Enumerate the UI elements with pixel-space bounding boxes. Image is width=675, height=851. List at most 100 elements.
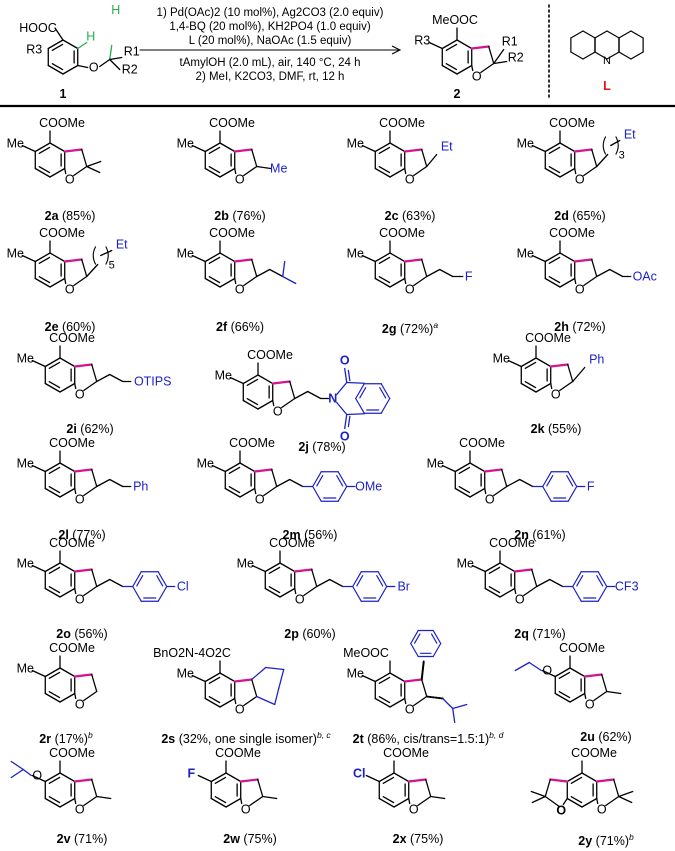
oxygen-label: O bbox=[65, 283, 75, 297]
new-c-c-bond bbox=[595, 778, 615, 783]
bond bbox=[47, 39, 64, 50]
new-c-c-bond bbox=[549, 363, 569, 368]
bond bbox=[413, 695, 428, 707]
bond bbox=[44, 357, 61, 368]
bond bbox=[38, 146, 51, 154]
ester-label: COOMe bbox=[383, 746, 429, 760]
bond bbox=[243, 165, 258, 177]
compound-caption: 2g (72%)a bbox=[382, 320, 438, 336]
methyl-label: Me bbox=[177, 667, 194, 681]
compound-id: 2k bbox=[530, 422, 545, 436]
bond bbox=[389, 142, 406, 153]
ring-bond bbox=[251, 666, 267, 681]
methyl-label: R3 bbox=[414, 34, 430, 48]
bond bbox=[48, 796, 61, 804]
bond bbox=[21, 254, 36, 263]
bond bbox=[34, 277, 51, 288]
bond bbox=[48, 381, 61, 389]
bond bbox=[210, 797, 227, 808]
ester-label: BnO2N-4O2C bbox=[153, 646, 231, 660]
condition-line: 1) Pd(OAc)2 (10 mol%), Ag2CO3 (2.0 equiv… bbox=[157, 7, 384, 19]
bond bbox=[264, 562, 281, 573]
bond bbox=[382, 776, 395, 784]
imide-bond bbox=[346, 413, 365, 416]
compound-number: 1 bbox=[60, 87, 67, 101]
aryl-bond bbox=[136, 574, 144, 587]
aryl-bond bbox=[376, 574, 384, 587]
compound-yield: (55%) bbox=[548, 422, 582, 436]
bond bbox=[404, 277, 407, 285]
bond bbox=[374, 277, 391, 288]
methyl-label: Me bbox=[17, 457, 34, 471]
bond bbox=[96, 478, 111, 488]
oxygen-label: O bbox=[472, 70, 482, 84]
compound-caption: 2b (76%) bbox=[214, 209, 265, 223]
compound-caption: 2y (71%)b bbox=[578, 832, 633, 848]
oxygen-label: O bbox=[32, 769, 42, 783]
aryl-bond bbox=[567, 485, 578, 502]
bond bbox=[484, 587, 501, 598]
compound-id: 2e bbox=[44, 320, 59, 334]
bond bbox=[59, 692, 76, 703]
bond bbox=[499, 587, 516, 598]
ring-bond bbox=[274, 687, 280, 706]
bond bbox=[544, 167, 561, 178]
compound-caption: 2w (75%) bbox=[223, 832, 277, 846]
bond bbox=[48, 671, 61, 679]
bond bbox=[471, 564, 486, 573]
bond bbox=[559, 142, 576, 153]
bond bbox=[62, 64, 79, 75]
compound-caption: 2n (61%) bbox=[514, 528, 565, 542]
bond bbox=[389, 672, 406, 683]
aryl-bond bbox=[312, 471, 322, 488]
bond bbox=[550, 382, 553, 390]
ring-bond bbox=[582, 30, 596, 39]
bond bbox=[48, 361, 61, 369]
methyl-label: F bbox=[187, 767, 195, 781]
bond bbox=[279, 587, 296, 598]
aryl-bond bbox=[377, 585, 388, 602]
footnote-mark: b bbox=[87, 730, 93, 740]
bond bbox=[374, 697, 391, 708]
bond bbox=[558, 671, 571, 679]
aryl-bond bbox=[380, 397, 391, 414]
bond bbox=[523, 585, 538, 597]
compound-caption: 2e (60%) bbox=[45, 320, 96, 334]
bond bbox=[44, 667, 61, 678]
bond bbox=[48, 566, 61, 574]
bond bbox=[596, 153, 609, 168]
bond bbox=[430, 795, 446, 800]
bond bbox=[574, 277, 577, 285]
bond bbox=[514, 587, 517, 595]
new-c-c-bond bbox=[73, 568, 93, 573]
bond bbox=[214, 796, 227, 804]
compound-caption: 2c (63%) bbox=[385, 209, 436, 223]
oxygen-label: O bbox=[235, 283, 245, 297]
bond bbox=[59, 562, 76, 573]
bond bbox=[96, 373, 111, 383]
bond bbox=[596, 268, 611, 278]
footnote-mark: b, d bbox=[489, 730, 504, 740]
bond bbox=[347, 369, 351, 382]
bond bbox=[257, 399, 274, 410]
bond bbox=[48, 466, 61, 474]
ester-label: COOMe bbox=[549, 116, 595, 130]
bond bbox=[583, 275, 598, 287]
bond bbox=[96, 578, 111, 588]
aryl-bond bbox=[430, 633, 438, 644]
oxygen-label: O bbox=[340, 354, 350, 368]
aryl-bond bbox=[157, 571, 168, 588]
aryl-bond bbox=[352, 585, 362, 602]
bond bbox=[208, 166, 221, 174]
c-h-bond bbox=[77, 41, 88, 50]
bond bbox=[208, 146, 221, 154]
bond bbox=[480, 62, 495, 74]
bond bbox=[329, 578, 344, 588]
bond bbox=[493, 485, 508, 497]
bond bbox=[493, 60, 508, 65]
bond bbox=[378, 797, 395, 808]
bond bbox=[83, 380, 98, 392]
bond bbox=[289, 380, 296, 400]
bond bbox=[234, 167, 237, 175]
bond bbox=[618, 795, 633, 804]
